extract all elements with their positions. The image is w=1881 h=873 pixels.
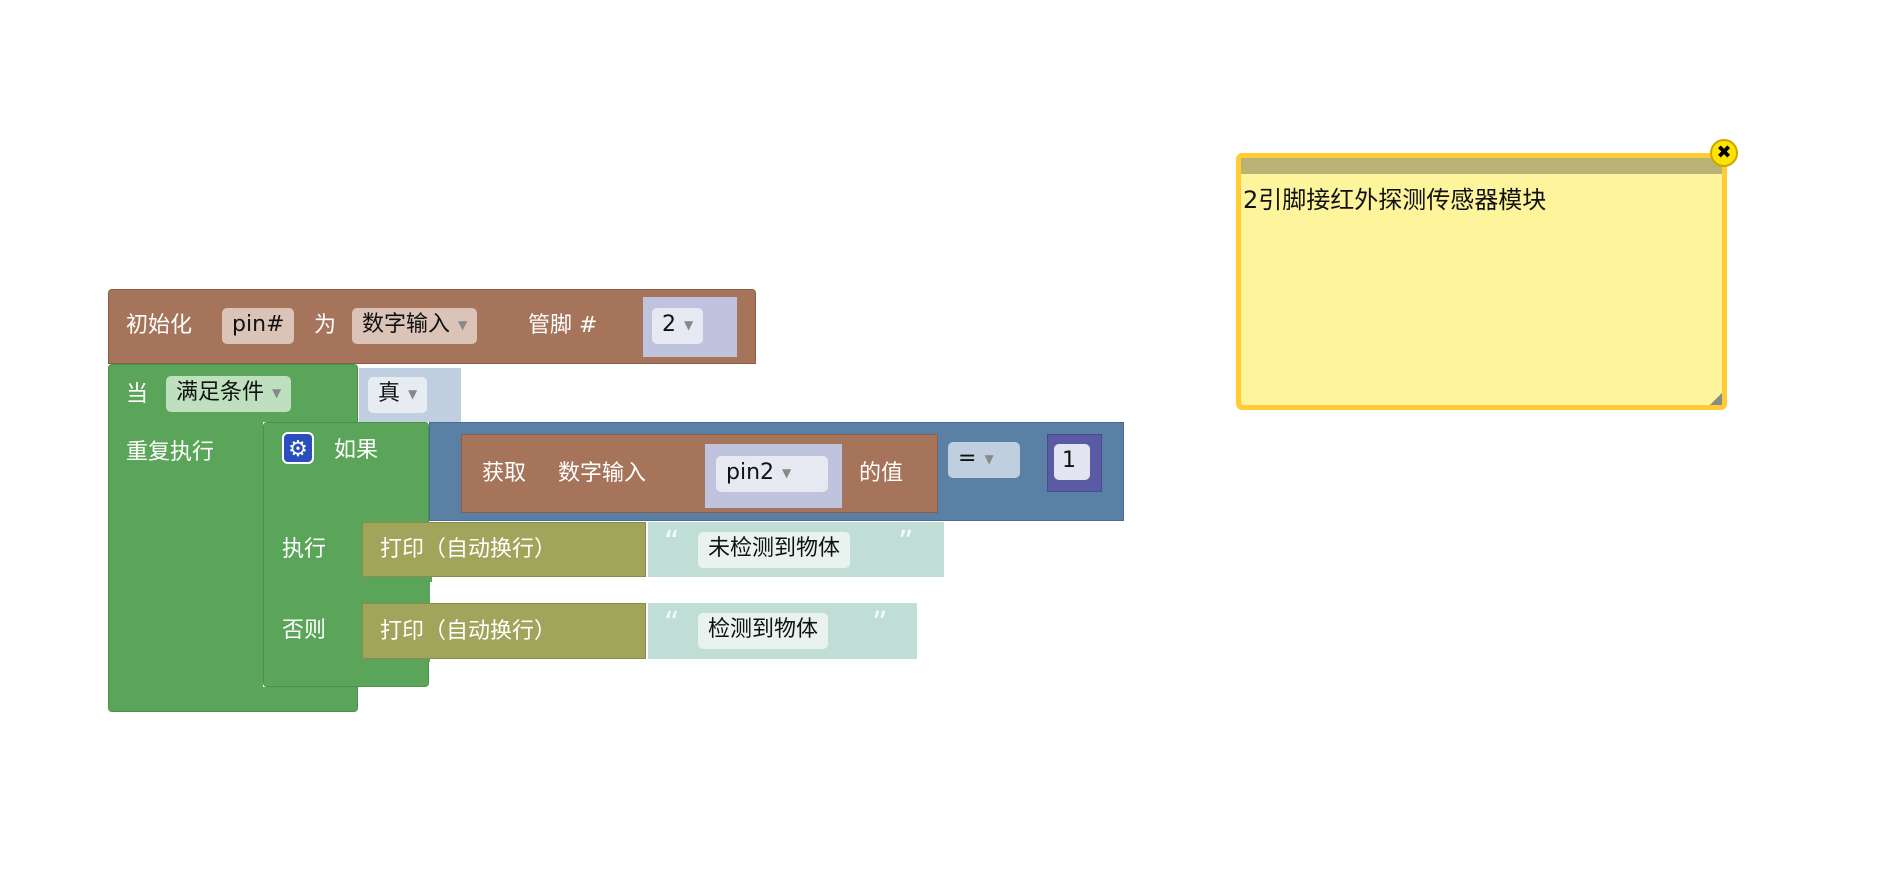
variable-field[interactable]: pin# (222, 308, 295, 344)
resize-handle-icon[interactable] (1710, 393, 1722, 405)
repeat-label: 重复执行 (126, 440, 215, 465)
then-label: 执行 (282, 537, 327, 562)
pin-dropdown[interactable]: pin2▼ (716, 456, 828, 492)
get-label: 获取 (482, 461, 527, 486)
print-block-else[interactable] (362, 603, 646, 659)
else-label: 否则 (282, 618, 327, 643)
print-label: 打印（自动换行） (380, 619, 557, 644)
true-dropdown[interactable]: 真▼ (368, 377, 428, 413)
while-label: 当 (126, 382, 149, 407)
number-field[interactable]: 1 (1054, 444, 1090, 480)
print-block-then[interactable] (362, 522, 646, 577)
gear-icon[interactable]: ⚙ (282, 432, 314, 464)
init-label: 初始化 (126, 313, 193, 338)
digital-read-block[interactable] (461, 434, 938, 513)
text-field-else[interactable]: 检测到物体 (698, 613, 829, 649)
chevron-down-icon: ▼ (272, 386, 282, 400)
pin-label: 管脚 # (528, 313, 598, 338)
loop-bottom-gap (358, 690, 468, 720)
close-quote-icon: ” (872, 606, 888, 641)
chevron-down-icon: ▼ (984, 452, 994, 466)
pin-number-dropdown[interactable]: 2▼ (652, 308, 704, 344)
chevron-down-icon: ▼ (458, 318, 468, 332)
chevron-down-icon: ▼ (782, 466, 792, 480)
print-label: 打印（自动换行） (380, 537, 557, 562)
mode-dropdown[interactable]: 数字输入▼ (352, 308, 478, 344)
chevron-down-icon: ▼ (408, 387, 418, 401)
value-label: 的值 (859, 461, 904, 486)
operator-dropdown[interactable]: =▼ (948, 442, 1020, 478)
comment-bubble[interactable]: 2引脚接红外探测传感器模块 (1236, 153, 1727, 410)
open-quote-icon: “ (664, 525, 680, 560)
open-quote-icon: “ (664, 606, 680, 641)
while-condition-dropdown[interactable]: 满足条件▼ (166, 376, 292, 412)
chevron-down-icon: ▼ (684, 318, 694, 332)
as-label: 为 (314, 313, 337, 338)
comment-drag-bar[interactable] (1241, 158, 1722, 174)
close-quote-icon: ” (898, 525, 914, 560)
comment-text[interactable]: 2引脚接红外探测传感器模块 (1243, 186, 1547, 214)
get-mode-label: 数字输入 (558, 461, 647, 486)
close-comment-icon[interactable]: ✖ (1710, 139, 1738, 167)
text-field-then[interactable]: 未检测到物体 (698, 532, 851, 568)
if-label: 如果 (334, 438, 379, 463)
